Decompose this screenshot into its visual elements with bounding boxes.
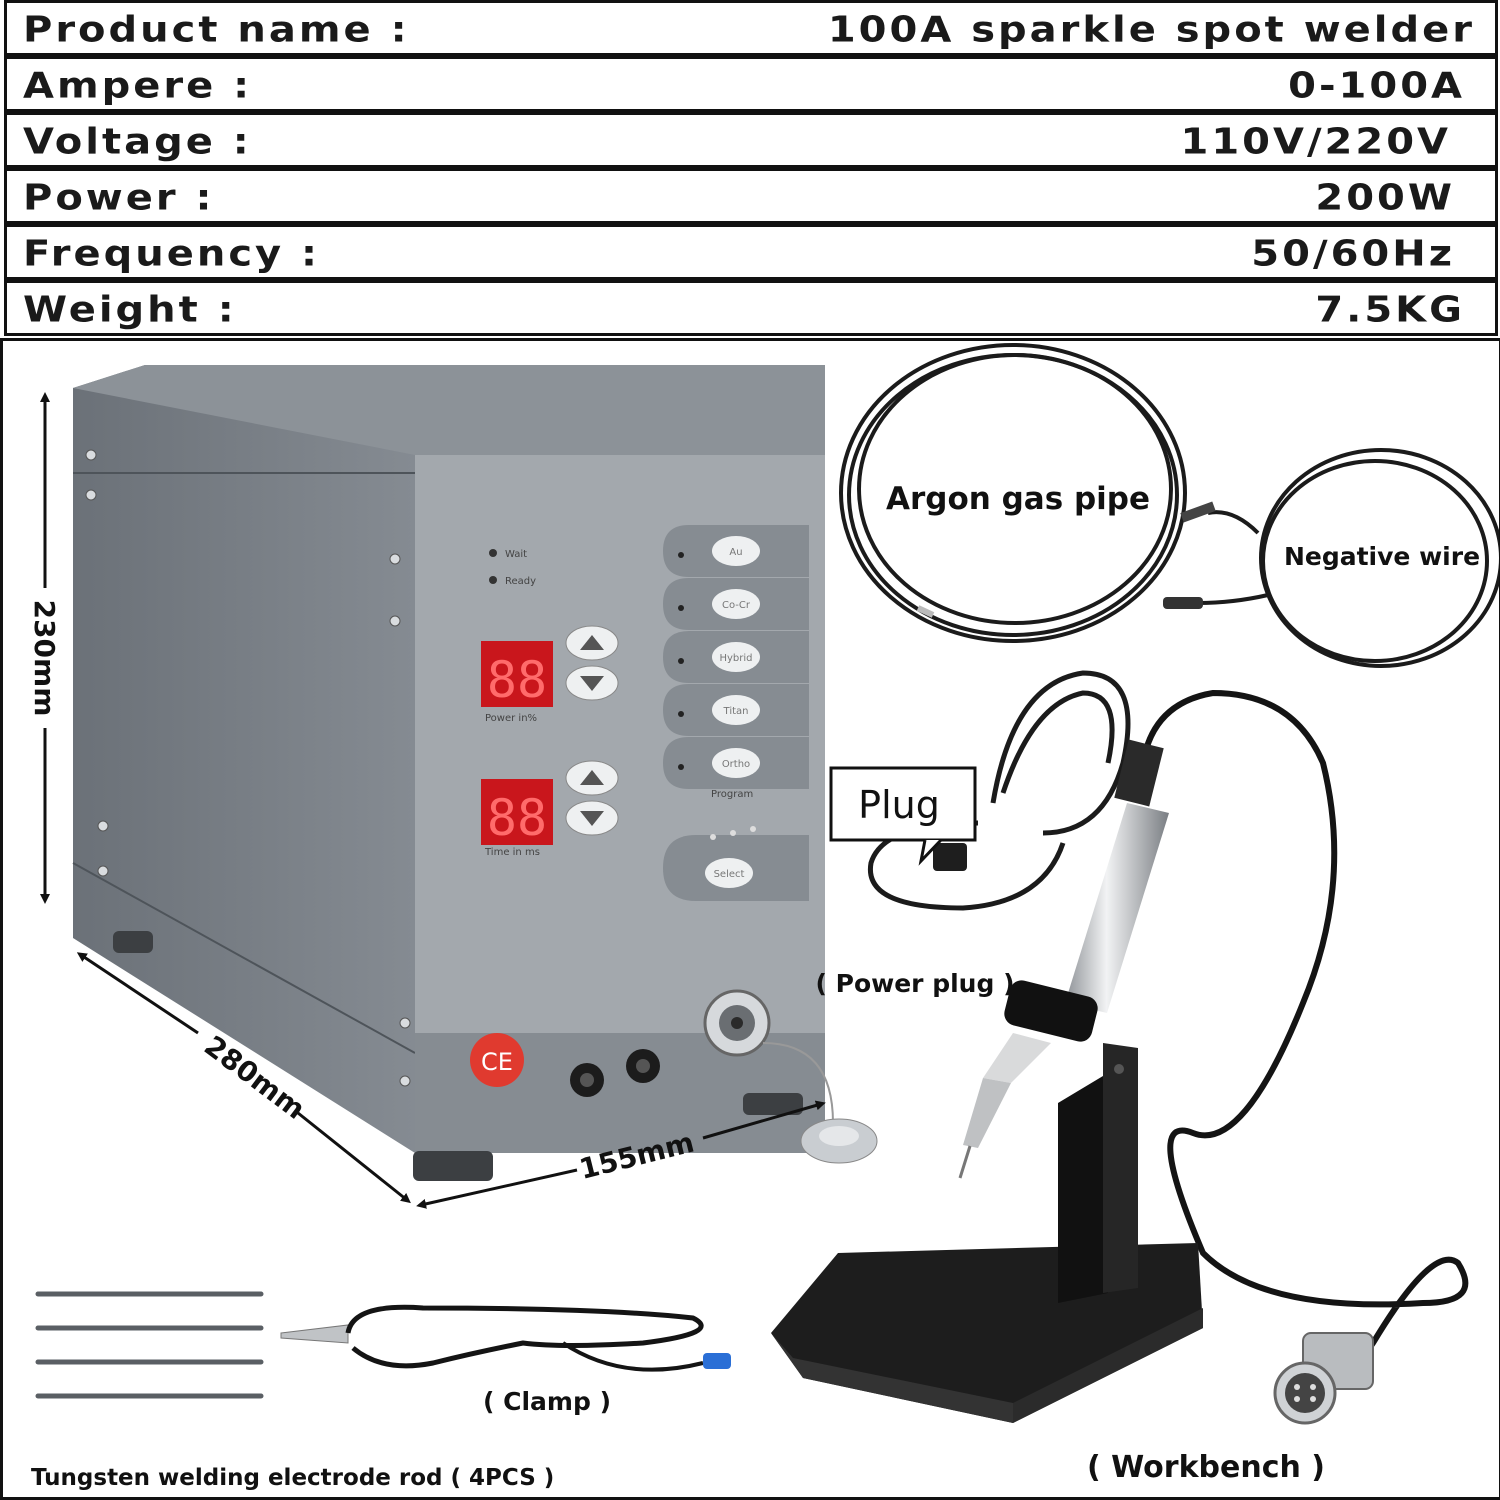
spec-table: Product name : 100A sparkle spot welder … [0,0,1500,340]
ce-mark: CE [470,1033,524,1087]
spec-row-voltage: Voltage : 110V/220V [4,112,1498,168]
time-display [481,779,553,845]
spec-row-weight: Weight : 7.5KG [4,280,1498,336]
program-button-hybrid[interactable]: Hybrid [663,631,809,683]
product-photo-area: Wait Ready 88 Power in% 88 Time in ms Au… [0,338,1500,1500]
plug-label: Plug [858,783,940,827]
pen-cable [1140,689,1469,1369]
select-button[interactable]: Select [663,826,809,901]
program-button-titan[interactable]: Titan [663,684,809,736]
pen-connector-socket [703,989,771,1057]
clamp-label: ( Clamp ) [483,1387,611,1416]
program-button-au[interactable]: Au [663,525,809,577]
spec-row-power: Power : 200W [4,168,1498,224]
welder-side-panel [73,365,415,1153]
welder-top [73,365,825,455]
ce-mark-text: CE [481,1048,513,1076]
spec-value: 110V/220V [1180,121,1451,163]
spec-value: 50/60Hz [1251,233,1455,275]
power-display-digits: 88 [487,651,547,709]
led-ready-label: Ready [505,576,536,587]
tungsten-rods-label: Tungsten welding electrode rod ( 4PCS ) [31,1465,554,1491]
spec-row-frequency: Frequency : 50/60Hz [4,224,1498,280]
arrow-down-icon [580,811,604,826]
spec-value: 0-100A [1288,65,1465,107]
arrow-up-icon [580,635,604,650]
program-label-au: Au [729,547,742,558]
program-label-ortho: Ortho [722,759,750,770]
dimension-height: 230mm [28,392,61,904]
spec-label: Weight : [23,289,237,331]
spec-label: Frequency : [23,233,321,275]
time-down-button[interactable] [565,800,619,836]
negative-wire [1197,448,1499,668]
spec-label: Ampere : [23,65,253,107]
welder-unit: Wait Ready 88 Power in% 88 Time in ms Au… [72,365,878,1181]
spec-row-ampere: Ampere : 0-100A [4,56,1498,112]
program-label-co-cr: Co-Cr [722,600,751,611]
led-wait-label: Wait [505,549,527,560]
arrow-up-icon [580,770,604,785]
tungsten-rods [35,1291,264,1399]
product-photo: Wait Ready 88 Power in% 88 Time in ms Au… [28,343,1499,1491]
workbench-label: ( Workbench ) [1087,1450,1325,1485]
program-button-ortho[interactable]: Ortho [663,737,809,789]
spec-value: 200W [1315,177,1455,219]
socket-cap [762,1042,878,1164]
spec-row-product-name: Product name : 100A sparkle spot welder [4,0,1498,56]
aviation-connector [1273,1332,1374,1425]
spec-label: Power : [23,177,215,219]
spec-value: 7.5KG [1315,289,1465,331]
program-button-co-cr[interactable]: Co-Cr [663,578,809,630]
time-up-button[interactable] [565,760,619,796]
spec-label: Voltage : [23,121,252,163]
clamp [280,1304,731,1372]
spec-value: 100A sparkle spot welder [827,9,1475,51]
time-display-label: Time in ms [484,847,540,858]
program-label-hybrid: Hybrid [719,653,752,664]
power-up-button[interactable] [565,625,619,661]
power-plug-label: ( Power plug ) [816,969,1015,998]
negative-wire-label: Negative wire [1284,542,1480,571]
power-display [481,641,553,707]
argon-gas-pipe-label: Argon gas pipe [886,481,1150,517]
power-display-label: Power in% [485,713,537,724]
argon-gas-pipe [839,343,1187,643]
power-down-button[interactable] [565,665,619,701]
program-label: Program [711,789,753,800]
workbench [771,1043,1203,1423]
dimension-height-label: 230mm [28,600,61,717]
output-socket-pair [570,1049,660,1097]
plug-callout: Plug [829,766,977,866]
welding-pen [958,739,1169,1179]
program-label-titan: Titan [723,706,749,717]
spec-label: Product name : [23,9,410,51]
select-label: Select [714,869,745,880]
arrow-down-icon [580,676,604,691]
time-display-digits: 88 [487,789,547,847]
